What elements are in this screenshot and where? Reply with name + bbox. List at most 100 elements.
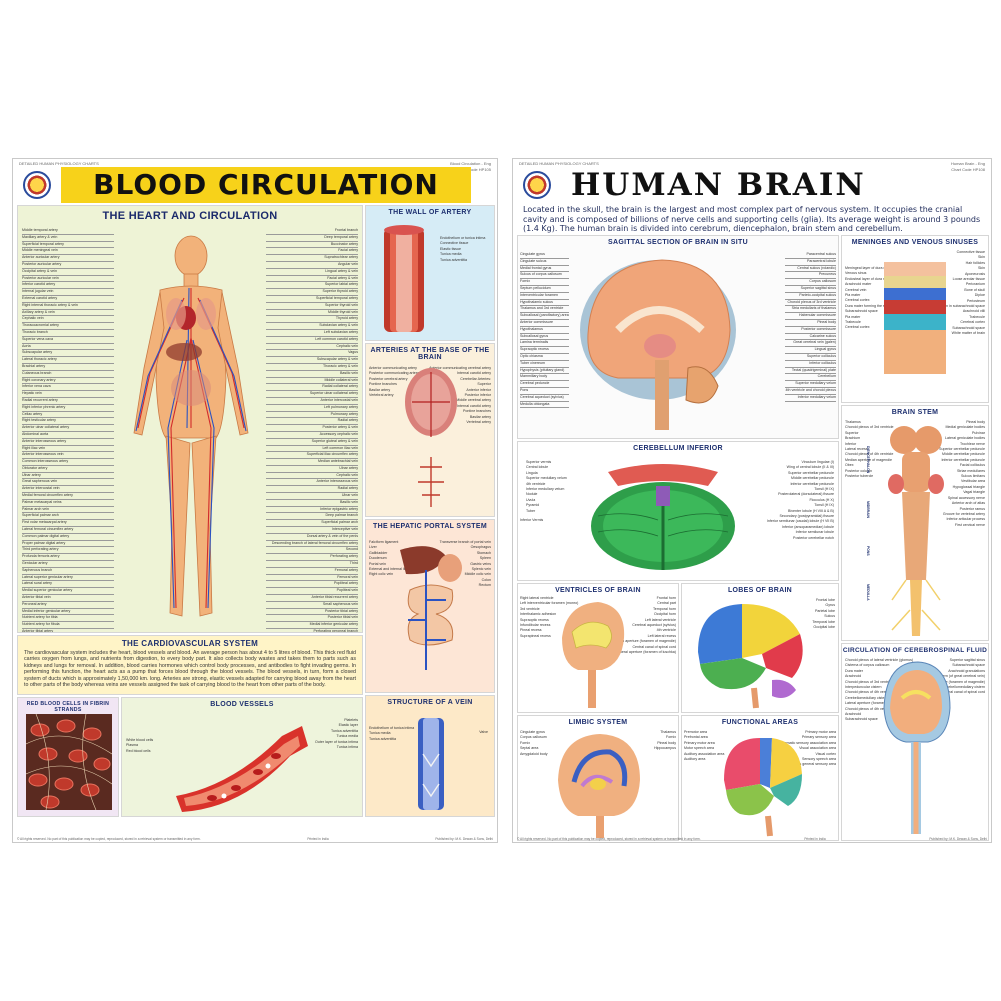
csf-label: Arachnoid <box>845 712 862 717</box>
heart-label: Anterior intercostal vein <box>266 398 358 405</box>
heart-label: Deep temporal artery <box>266 235 358 242</box>
functional-label: Premotor area <box>684 730 707 734</box>
limbic-label: Cingulate gyrus <box>520 730 545 734</box>
meninges-label: Cerebral vein in subarachnoid space <box>926 304 985 309</box>
sagittal-label: Cerebellum <box>785 374 836 382</box>
meninges-label: Cerebral cortex <box>845 325 870 330</box>
brain-artery-label: Vertebral artery <box>466 420 491 425</box>
ventricle-label: Left lateral recess <box>647 633 676 638</box>
poster-title: BLOOD CIRCULATION <box>61 167 471 203</box>
cardiovascular-system-panel: THE CARDIOVASCULAR SYSTEM The cardiovasc… <box>17 635 363 695</box>
printed-text: Printed in India <box>307 837 329 841</box>
sagittal-label: Habenular commissure <box>785 313 836 320</box>
sagittal-label: Superior sagittal sinus <box>785 286 836 293</box>
poster-title: HUMAN BRAIN <box>561 167 876 203</box>
meninges-label: Pia mater <box>845 314 861 319</box>
sagittal-label: Corpus callosum <box>785 279 836 286</box>
poster-code-label: Human Brain - Eng <box>950 161 985 166</box>
heart-label: Descending branch of lateral femoral cir… <box>266 541 358 548</box>
sagittal-label: Inferior medullary velum <box>785 395 836 402</box>
ventricle-label: Pineal recess <box>520 628 542 633</box>
lobes-title: LOBES OF BRAIN <box>727 587 793 594</box>
poster-footer: © All rights reserved. No part of this p… <box>17 837 493 841</box>
heart-label: Middle collateral vein <box>266 378 358 385</box>
lobe-label: Gyrus <box>825 603 835 608</box>
cerebellum-label: Superior cerebellar peduncle <box>788 470 834 475</box>
heart-label: Interceptive vein <box>266 527 358 534</box>
brain-stem-label: Vestibular area <box>961 479 985 484</box>
heart-label: Medial femoral circumflex artery <box>22 493 114 500</box>
artery-label: Tunica adventitia <box>440 257 468 262</box>
meninges-label: Trabecule <box>969 314 985 319</box>
sagittal-label: Hypophysis (pituitary gland) <box>520 368 569 375</box>
limbic-label: Fornix <box>520 740 530 745</box>
human-brain-poster: DETAILED HUMAN PHYSIOLOGY CHARTS Human B… <box>512 158 992 843</box>
heart-label: Internal jugular vein <box>22 289 114 296</box>
ventricle-label: Frontal horn <box>656 596 676 600</box>
heart-label: Palmar arch vein <box>22 507 114 514</box>
heart-label: Superficial temporal artery <box>266 296 358 303</box>
heart-label: Dorsal artery & vein of the penis <box>266 534 358 541</box>
brain-base-illustration <box>405 368 457 507</box>
brain-artery-label: Internal carotid artery <box>457 371 491 376</box>
heart-label: Posterior auricular artery <box>22 262 114 269</box>
heart-label: Thoracic branch <box>22 330 114 337</box>
vein-label: Tunica adventitia <box>369 736 397 741</box>
heart-label: Angular vein <box>266 262 358 269</box>
heart-label: Frontal branch <box>266 228 358 235</box>
brain-stem-label: Medial geniculate bodies <box>945 425 985 430</box>
heart-label: Peroneal artery <box>22 602 114 609</box>
poster-footer: © All rights reserved. No part of this p… <box>517 837 987 841</box>
brain-stem-illustration <box>888 426 944 636</box>
heart-label: Cutaneous branch <box>22 371 114 378</box>
sagittal-label: Pons <box>520 388 569 395</box>
heart-label: Inferior epigastric artery <box>266 507 358 514</box>
cerebellum-label: Inferior cerebellar peduncle <box>790 481 834 486</box>
heart-label: Medial inferior genicular artery <box>266 622 358 630</box>
heart-label: Middle thyroid vein <box>266 310 358 317</box>
limbic-label: Pineal body <box>657 740 676 745</box>
heart-label: Radial recurrent artery <box>22 398 114 405</box>
ventricle-label: Cerebral aqueduct (sylvius) <box>632 623 676 628</box>
ventricle-label: Suprapineal recess <box>520 633 551 638</box>
cerebellum-label: Tuber <box>526 508 536 513</box>
heart-label: Superior thyroid artery <box>266 289 358 296</box>
lobe-label: Parietal lobe <box>815 608 835 613</box>
brain-stem-label: Anterior arch of atlas <box>951 501 985 506</box>
sagittal-brain-illustration <box>580 259 736 430</box>
heart-label: Brachial artery <box>22 364 114 371</box>
heart-label: Left common iliac vein <box>266 446 358 453</box>
sagittal-label: Cingulate gyrus <box>520 252 569 259</box>
sagittal-label: Paracentral lobule <box>785 259 836 266</box>
vessel-label: Tunica intima <box>336 745 358 750</box>
cerebellum-label: Superior medullary velum <box>526 476 567 481</box>
publisher-logo-icon <box>523 171 551 199</box>
blood-vessel-illustration <box>176 726 308 812</box>
heart-label: Second <box>266 547 358 555</box>
csf-label: Quadrigeminal cistern (of great cerebral… <box>912 674 985 679</box>
brain-artery-label: Anterior communicating cerebral artery <box>429 366 491 370</box>
sagittal-label: Anterior commissure <box>520 320 569 327</box>
heart-label: Anterior tibial recurrent artery <box>266 595 358 602</box>
brain-stem-title: BRAIN STEM <box>891 409 939 416</box>
ventricle-label: Interthalamic adhesion <box>520 612 557 617</box>
publisher-logo-icon <box>23 171 51 199</box>
hepatic-portal-illustration <box>400 546 462 670</box>
heart-label: Superior vena cava <box>22 337 114 344</box>
cerebellum-label: Posterior cerebellar notch <box>793 535 834 540</box>
brain-artery-label: Posterior cerebral artery <box>369 376 408 381</box>
cerebellum-label: Tonsil (H IX) <box>814 503 834 508</box>
heart-label: Right iliac vein <box>22 446 114 453</box>
